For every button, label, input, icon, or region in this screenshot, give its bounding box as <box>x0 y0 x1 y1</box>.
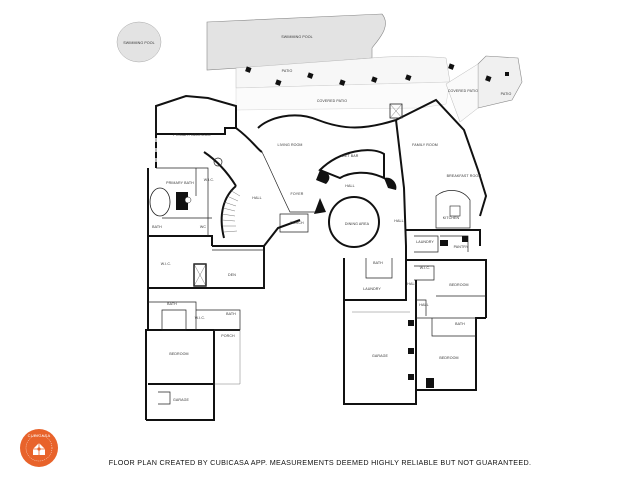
room-label: PORCH <box>290 221 304 225</box>
room-label: HALL <box>419 303 428 307</box>
room-label: W.I.C. <box>204 178 214 182</box>
room-label: LAUNDRY <box>363 287 381 291</box>
room-label: BATH <box>373 261 383 265</box>
bathtub <box>149 187 171 217</box>
room-label: SWIMMING POOL <box>123 41 154 45</box>
room-label: BATH <box>152 225 162 229</box>
room-label: HALL <box>252 196 261 200</box>
room-label: BATH <box>455 322 465 326</box>
room-label: SWIMMING POOL <box>281 35 312 39</box>
room-label: PATIO <box>282 69 293 73</box>
room-label: FOYER <box>291 192 304 196</box>
room-label: DEN <box>228 273 236 277</box>
room-labels: SWIMMING POOL SWIMMING POOL PATIO COVERE… <box>123 35 511 402</box>
room-label: BREAKFAST ROOM <box>447 174 482 178</box>
room-label: HALL <box>407 282 416 286</box>
patio-shape <box>235 56 451 89</box>
room-label: PRIMARY BEDROOM <box>173 133 210 137</box>
room-label: LAUNDRY <box>416 240 434 244</box>
room-label: BATH <box>226 312 236 316</box>
room-label: WET BAR <box>341 154 358 158</box>
footer-disclaimer: FLOOR PLAN CREATED BY CUBICASA APP. MEAS… <box>108 458 532 467</box>
room-label: GARAGE <box>173 398 189 402</box>
cubicasa-badge-icon: CUBICASA <box>20 429 58 467</box>
room-label: PANTRY <box>454 245 469 249</box>
room-label: DINING AREA <box>345 222 370 226</box>
right-covered-patio-shape <box>445 63 479 123</box>
room-label: BEDROOM <box>439 356 458 360</box>
room-label: COVERED PATIO <box>448 89 478 93</box>
room-label: HALL <box>345 184 354 188</box>
room-label: PORCH <box>221 334 235 338</box>
room-label: LIVING ROOM <box>277 143 302 147</box>
patio-columns <box>245 63 509 86</box>
room-label: PRIMARY BATH <box>166 181 194 185</box>
right-patio-shape <box>477 55 523 109</box>
room-label: BEDROOM <box>169 352 188 356</box>
room-label: HALL <box>394 219 403 223</box>
outdoor-areas <box>116 13 523 123</box>
stair-block <box>193 263 207 287</box>
room-label: BATH <box>167 302 177 306</box>
room-label: GARAGE <box>372 354 388 358</box>
room-label: COVERED PATIO <box>317 99 347 103</box>
room-label: W.I.C. <box>161 262 171 266</box>
room-label: BEDROOM <box>449 283 468 287</box>
room-label: FAMILY ROOM <box>412 143 438 147</box>
room-label: W.I.C. <box>195 316 205 320</box>
room-label: W.I.C. <box>420 266 430 270</box>
room-label: WC <box>200 225 206 229</box>
house-walls <box>145 94 488 421</box>
small-pool-shape <box>116 21 162 63</box>
room-label: KITCHEN <box>443 216 460 220</box>
room-label: PATIO <box>501 92 512 96</box>
badge-text: CUBICASA <box>28 433 51 438</box>
